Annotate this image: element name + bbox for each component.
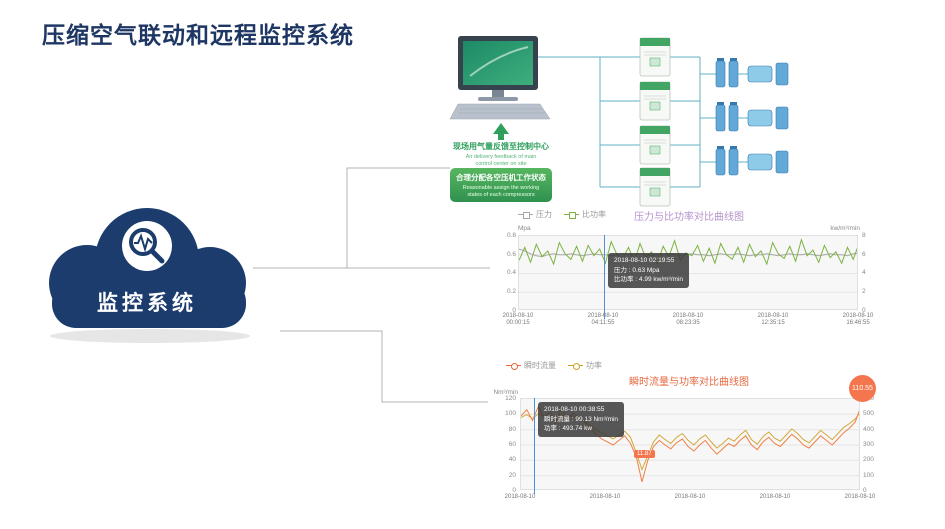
flow-power-chart: 瞬时流量 功率 瞬时流量与功率对比曲线图 Nm³/min 120 100 80 … [488,358,890,526]
x-label: 2018-08-10 [759,494,791,500]
chart1-left-unit: Mpa [518,225,531,232]
chart1-plot[interactable] [518,235,858,310]
y-tick: 40 [508,456,516,463]
air-treatment-unit-1 [715,58,789,88]
y-tick: 0 [512,487,516,494]
y-tick: 2 [862,288,866,295]
y-tick: 0.4 [506,269,516,276]
y-tick: 400 [863,426,874,433]
y-tick: 4 [862,269,866,276]
keyboard [449,103,551,120]
chart2-left-unit: Nm³/min [493,389,518,396]
chart1-legend: 压力 比功率 [518,209,606,220]
y-tick: 60 [508,441,516,448]
y-tick: 120 [505,395,516,402]
chart1-right-unit: kw/m³/min [830,225,860,232]
assign-box: 合理分配各空压机工作状态 Reasonable assign the worki… [450,168,552,202]
assign-text-en2: states of each compressors [467,192,535,198]
legend-label: 压力 [536,210,552,219]
tooltip-time: 2018-08-10 00:38:55 [544,406,605,413]
legend-label: 比功率 [582,210,606,219]
specific-power-legend-icon [564,211,579,219]
compressor-3 [639,125,671,165]
legend-item-specific-power[interactable]: 比功率 [564,209,606,220]
tooltip-pressure: 压力 : 0.63 Mpa [614,266,660,274]
page-title: 压缩空气联动和远程监控系统 [42,22,354,48]
magnifier-pulse-icon [122,221,172,271]
chart2-title: 瞬时流量与功率对比曲线图 [629,377,749,388]
air-treatment-unit-2 [715,102,789,132]
diagram-wires [538,56,716,188]
y-tick: 100 [863,472,874,479]
y-tick: 0.6 [506,251,516,258]
legend-item-pressure[interactable]: 压力 [518,209,552,220]
feedback-text-cn: 现场用气量反馈至控制中心 [453,141,549,151]
cloud-shape [49,208,246,328]
system-diagram: 现场用气量反馈至控制中心 Air delivery feedback of ma… [449,36,789,207]
legend-label: 功率 [586,361,602,370]
y-tick: 0.2 [506,288,516,295]
legend-item-power[interactable]: 功率 [568,360,602,371]
flow-legend-icon [506,362,521,370]
tooltip-flow: 瞬时流量 : 99.13 Nm³/min [544,415,619,423]
y-tick: 0 [862,307,866,314]
monitoring-cloud [49,208,250,343]
legend-item-flow[interactable]: 瞬时流量 [506,360,556,371]
specific-power-line [519,238,857,266]
chart1-tooltip: 2018-08-10 02:19:55 压力 : 0.63 Mpa 比功率 : … [608,253,689,288]
chart2-tooltip: 2018-08-10 00:38:55 瞬时流量 : 99.13 Nm³/min… [538,402,625,437]
chart2-cursor-line [534,398,535,494]
cloud-label: 监控系统 [97,292,197,315]
cloud-shadow [50,329,250,343]
y-tick: 20 [508,472,516,479]
y-tick: 6 [862,251,866,258]
y-tick: 0 [512,307,516,314]
x-label: 2018-08-10 [844,494,876,500]
feedback-text-en2: control center on site [475,161,526,167]
tooltip-power: 功率 : 493.74 kw [544,425,593,432]
control-computer [449,36,551,120]
assign-text-en1: Reasonable assign the working [463,185,539,191]
legend-label: 瞬时流量 [524,361,556,370]
tooltip-time: 2018-08-10 02:19:55 [614,257,675,264]
chart1-cursor-line [604,235,605,319]
compressor-1 [639,37,671,77]
x-label: 2018-08-10 [504,494,536,500]
y-tick: 300 [863,441,874,448]
y-tick: 0 [863,487,867,494]
min-value-marker: 11.87 [634,450,655,458]
y-tick: 80 [508,426,516,433]
max-value-badge: 110.55 [849,375,876,402]
y-tick: 500 [863,410,874,417]
y-tick: 200 [863,456,874,463]
power-legend-icon [568,362,583,370]
compressor-2 [639,81,671,121]
assign-text-cn: 合理分配各空压机工作状态 [456,172,546,182]
tooltip-specific-power: 比功率 : 4.99 kw/m³/min [614,276,683,283]
up-arrow-icon [493,123,509,140]
x-label: 2018-08-10 [674,494,706,500]
pressure-legend-icon [518,211,533,219]
pressure-power-chart: 压力 比功率 压力与比功率对比曲线图 Mpa kw/m³/min 0.8 0.6… [488,205,890,345]
air-treatment-unit-3 [715,146,789,176]
y-tick: 0.8 [506,232,516,239]
compressor-4 [639,167,671,207]
chart2-legend: 瞬时流量 功率 [506,360,602,371]
y-tick: 8 [862,232,866,239]
chart1-title: 压力与比功率对比曲线图 [634,212,744,223]
x-label: 2018-08-10 [589,494,621,500]
y-tick: 100 [505,410,516,417]
feedback-text-en1: Air delivery feedback of main [466,154,537,160]
